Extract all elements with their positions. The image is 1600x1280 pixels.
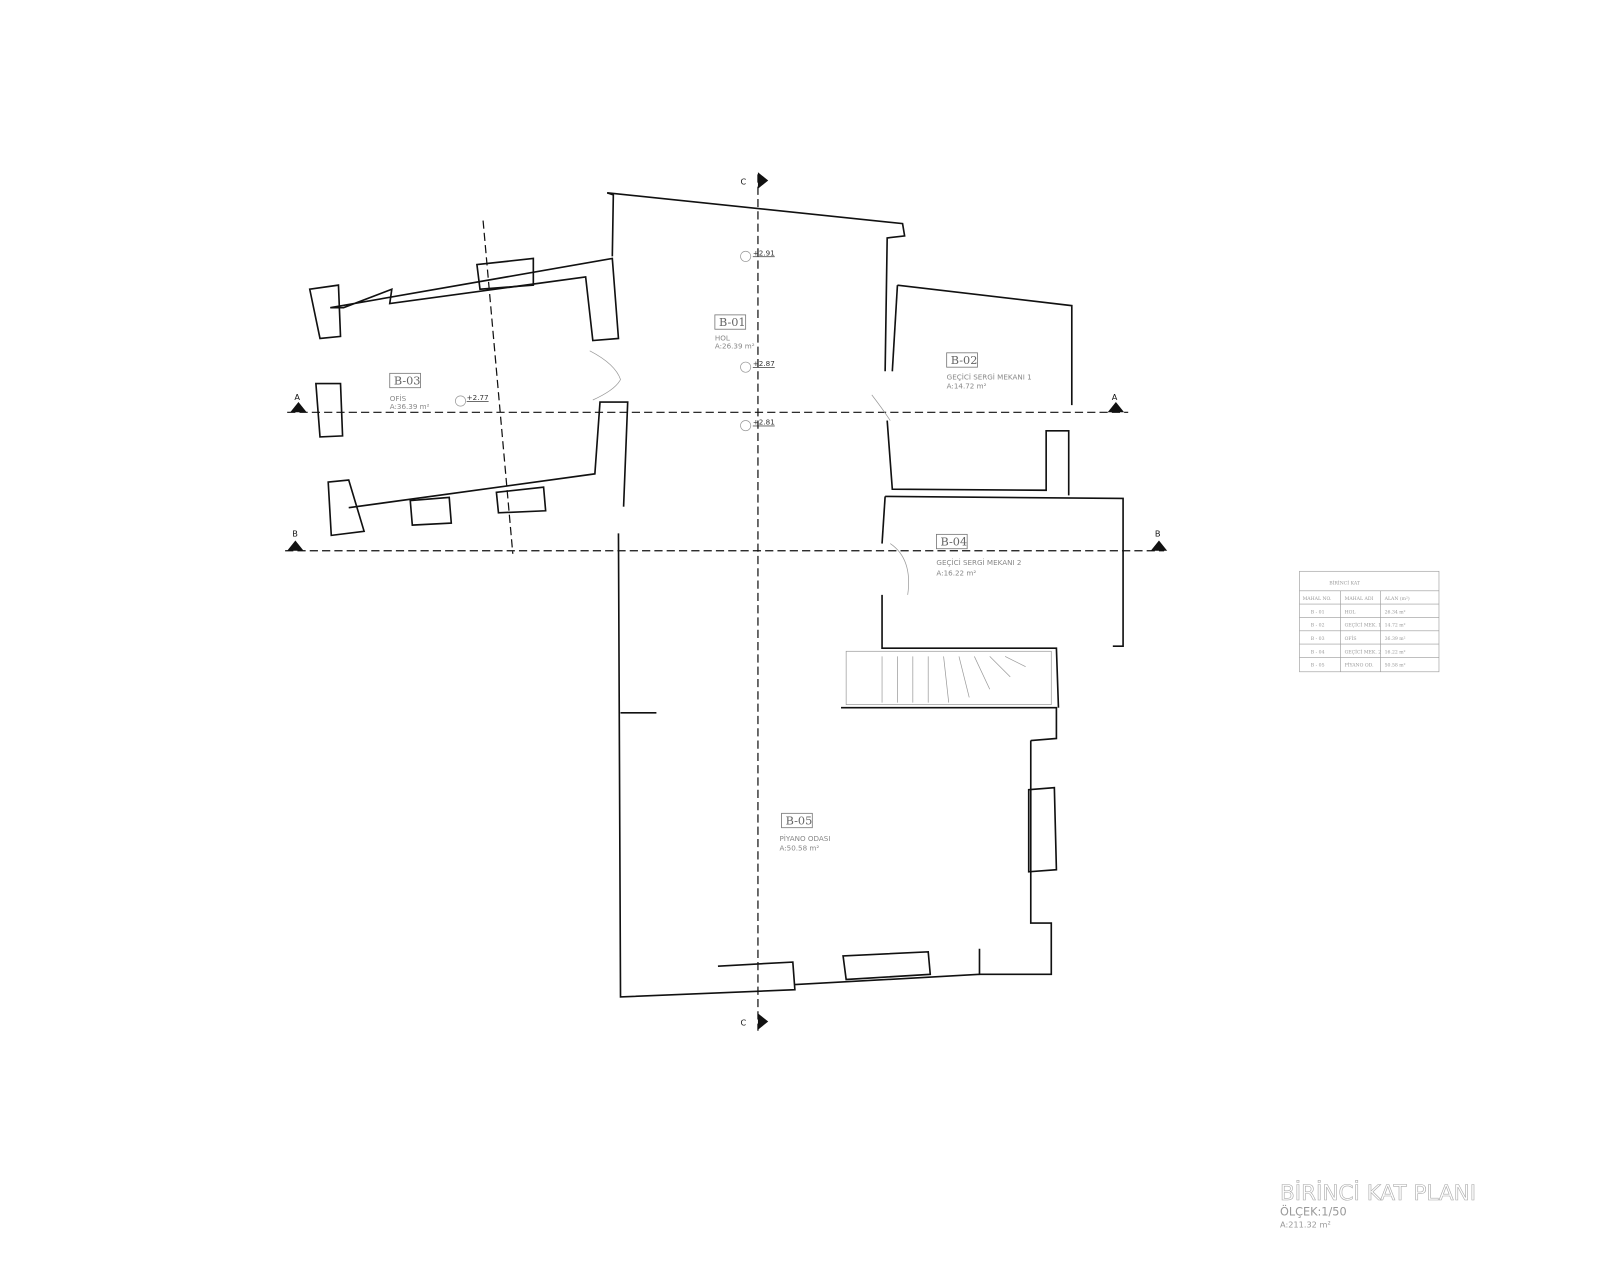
plan-title-block: BİRİNCİ KAT PLANI ÖLÇEK:1/50 A:211.32 m²	[1280, 1180, 1477, 1230]
walls	[308, 192, 1124, 998]
room-tag-b05: B-05 PİYANO ODASI A:50.58 m²	[779, 812, 830, 852]
room-name: OFİS	[390, 394, 407, 403]
svg-text:14.72 m²: 14.72 m²	[1385, 623, 1406, 629]
plan-total-area: A:211.32 m²	[1280, 1220, 1331, 1230]
svg-text:OFİS: OFİS	[1345, 635, 1357, 642]
plan-scale: ÖLÇEK:1/50	[1280, 1205, 1347, 1218]
section-marker-icon	[287, 540, 304, 551]
room-code: B-03	[394, 375, 421, 388]
grid-axes	[285, 174, 1165, 1031]
svg-text:B - 02: B - 02	[1311, 623, 1325, 629]
room-name: GEÇİCİ SERGİ MEKANI 2	[936, 558, 1021, 567]
section-marker-icon	[1150, 540, 1168, 551]
svg-text:B - 05: B - 05	[1311, 663, 1325, 669]
room-tag-b04: B-04 GEÇİCİ SERGİ MEKANI 2 A:16.22 m²	[935, 533, 1021, 577]
section-marker-icon	[757, 172, 769, 189]
svg-text:B - 04: B - 04	[1311, 649, 1325, 655]
doors	[589, 350, 909, 595]
room-tag-b02: B-02 GEÇİCİ SERGİ MEKANI 1 A:14.72 m²	[946, 352, 1032, 391]
svg-text:50.58 m²: 50.58 m²	[1385, 663, 1406, 669]
svg-text:26.34 m²: 26.34 m²	[1385, 609, 1406, 615]
table-row: B - 05 PİYANO OD. 50.58 m²	[1311, 662, 1406, 669]
elevation-label: +2.87	[753, 359, 775, 368]
section-marker-icon	[1107, 402, 1125, 413]
section-label-b: B	[292, 528, 298, 538]
section-marker-icon	[290, 402, 307, 413]
room-area: A:50.58 m²	[779, 843, 819, 852]
table-row: B - 01 HOL 26.34 m²	[1311, 609, 1406, 615]
svg-text:B - 01: B - 01	[1311, 609, 1325, 615]
svg-text:GEÇİCİ MEK. 1: GEÇİCİ MEK. 1	[1345, 622, 1382, 629]
elevation-label: +2.81	[753, 418, 775, 427]
svg-text:36.39 m²: 36.39 m²	[1385, 636, 1406, 642]
room-code: B-04	[941, 536, 968, 549]
level-marker-icon	[740, 420, 752, 432]
section-label-a: A	[294, 392, 300, 402]
room-name: HOL	[715, 334, 730, 343]
elevation-label: +2.91	[753, 248, 775, 257]
table-row: B - 03 OFİS 36.39 m²	[1311, 635, 1406, 642]
section-label-a: A	[1112, 392, 1118, 402]
room-area: A:14.72 m²	[947, 382, 987, 391]
table-header: MAHAL ADI	[1345, 596, 1374, 602]
svg-text:B - 03: B - 03	[1311, 636, 1325, 642]
svg-text:PİYANO OD.: PİYANO OD.	[1345, 662, 1375, 669]
staircase	[845, 650, 1052, 705]
room-name: GEÇİCİ SERGİ MEKANI 1	[947, 372, 1032, 381]
room-code: B-05	[786, 815, 813, 828]
room-tag-b03: B-03 OFİS A:36.39 m²	[389, 372, 430, 411]
room-area: A:36.39 m²	[390, 402, 430, 411]
level-marker-icon	[740, 361, 752, 373]
table-header: MAHAL NO.	[1303, 596, 1332, 602]
section-label-b: B	[1155, 528, 1161, 538]
room-area: A:26.39 m²	[715, 342, 755, 351]
level-marker-icon	[740, 250, 752, 262]
section-label-c: C	[741, 1018, 747, 1028]
room-area: A:16.22 m²	[936, 568, 976, 577]
section-marker-icon	[757, 1013, 769, 1030]
svg-text:HOL: HOL	[1345, 609, 1356, 615]
room-code: B-02	[951, 354, 978, 367]
elevation-marks: +2.91 +2.87 +2.81 +2.77	[455, 248, 775, 432]
plan-title: BİRİNCİ KAT PLANI	[1280, 1180, 1476, 1206]
table-title: BİRİNCİ KAT	[1329, 580, 1361, 587]
svg-text:GEÇİCİ MEK. 2: GEÇİCİ MEK. 2	[1345, 648, 1382, 655]
section-marks: A A B B C C	[287, 172, 1168, 1030]
level-marker-icon	[455, 395, 466, 407]
room-tag-b01: B-01 HOL A:26.39 m²	[714, 314, 755, 351]
axis-d	[482, 220, 514, 554]
svg-text:16.22 m²: 16.22 m²	[1385, 649, 1406, 655]
room-name: PİYANO ODASI	[779, 834, 830, 843]
elevation-label: +2.77	[467, 393, 489, 402]
area-table: BİRİNCİ KAT MAHAL NO. MAHAL ADI ALAN (m²…	[1299, 570, 1440, 673]
table-header: ALAN (m²)	[1384, 595, 1410, 602]
section-label-c: C	[741, 177, 747, 187]
room-code: B-01	[719, 316, 746, 329]
